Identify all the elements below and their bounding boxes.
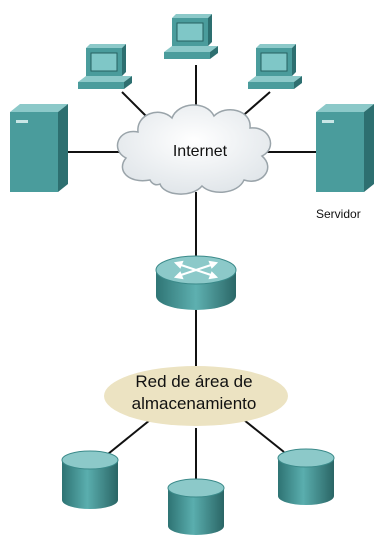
disk-storage-icon <box>277 448 335 505</box>
san-label-line1: Red de área de <box>135 372 253 391</box>
link-san-storage-left <box>107 419 151 455</box>
san-label-line2: almacenamiento <box>131 394 257 413</box>
server-tower-icon <box>316 104 374 192</box>
san-label: Red de área de almacenamiento <box>104 371 284 415</box>
connection-lines <box>68 65 318 480</box>
desktop-computer-icon <box>248 44 302 89</box>
link-san-storage-right <box>243 419 285 453</box>
san-ellipse <box>104 366 288 426</box>
disk-storage-icon <box>167 478 225 535</box>
server-label: Servidor <box>316 207 361 221</box>
disk-storage-icon <box>61 450 119 509</box>
desktop-computer-icon <box>164 14 218 59</box>
internet-label: Internet <box>172 143 228 160</box>
cloud-icon <box>116 104 272 195</box>
router-icon <box>155 255 237 310</box>
server-tower-icon <box>10 104 68 192</box>
desktop-computer-icon <box>78 44 132 89</box>
